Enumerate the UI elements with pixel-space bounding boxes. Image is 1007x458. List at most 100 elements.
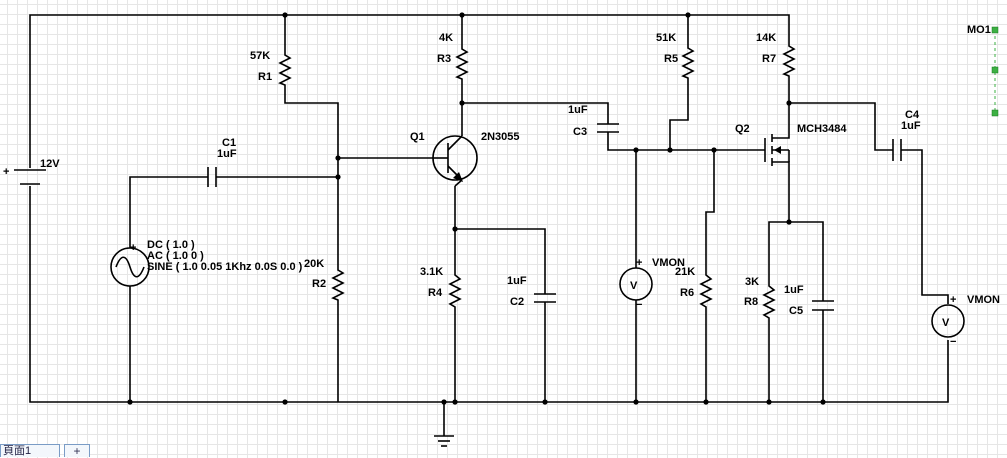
resistor-r4[interactable]: 3.1K R4 [420, 266, 462, 311]
junction-dot [452, 399, 458, 405]
junction-dot [459, 12, 465, 18]
capacitor-c4[interactable]: C4 1uF [892, 109, 921, 161]
wire-r6-top [705, 150, 715, 270]
wire-top-rail [29, 14, 790, 168]
component-mo1[interactable]: MO1 [967, 24, 999, 117]
wire-r1-bottom [284, 88, 339, 265]
capacitor-c5[interactable]: 1uF C5 [784, 284, 834, 317]
resistor-zigzag [278, 50, 292, 88]
resistor-r6[interactable]: 21K R6 [675, 266, 713, 310]
capacitor-c1[interactable]: C1 1uF [207, 137, 237, 187]
q1-model-label: 2N3055 [481, 131, 520, 143]
r4-value-label: 3.1K [420, 266, 443, 278]
resistor-r5[interactable]: 51K R5 [656, 32, 695, 79]
resistor-zigzag [331, 265, 345, 301]
junction-dot [633, 399, 639, 405]
add-page-button[interactable]: + [64, 444, 90, 458]
c4-value-label: 1uF [901, 120, 921, 132]
source-dc-label: DC ( 1.0 ) [147, 239, 195, 251]
resistor-r1[interactable]: 57K R1 [250, 50, 292, 88]
battery-voltage-label: 12V [40, 158, 60, 170]
junction-dot [786, 100, 792, 106]
junction-dot [335, 174, 341, 180]
vmon1-label: VMON [652, 257, 685, 269]
resistor-zigzag [681, 45, 695, 79]
r7-value-label: 14K [756, 32, 776, 44]
capacitor-c2[interactable]: 1uF C2 [507, 275, 556, 308]
resistor-zigzag [762, 281, 776, 322]
wire-r5-bottom [669, 79, 689, 150]
junction-dot [335, 155, 341, 161]
r5-value-label: 51K [656, 32, 676, 44]
resistor-r7[interactable]: 14K R7 [756, 32, 796, 78]
selection-handle[interactable] [991, 26, 999, 34]
sine-wave-icon [115, 256, 145, 278]
voltmeter-vmon-2[interactable]: V + − VMON [931, 294, 1000, 348]
c3-value-label: 1uF [568, 104, 588, 116]
voltmeter-minus-sign: − [950, 336, 956, 348]
wire-c4-vmon2 [901, 149, 949, 304]
junction-dot [820, 399, 826, 405]
c1-value-label: 1uF [217, 148, 237, 160]
q2-model-label: MCH3484 [797, 123, 847, 135]
c2-value-label: 1uF [507, 275, 527, 287]
mosfet-drain-lead [772, 128, 790, 139]
q1-name-label: Q1 [410, 131, 425, 143]
c1-name-label: C1 [222, 137, 236, 149]
capacitor-c3[interactable]: 1uF C3 [568, 104, 619, 138]
mosfet-q2[interactable]: Q2 MCH3484 [735, 123, 847, 172]
junction-dot [282, 12, 288, 18]
c4-name-label: C4 [905, 109, 920, 121]
c2-name-label: C2 [510, 296, 524, 308]
page-tab-bar: 頁面1 + [0, 444, 1007, 458]
resistor-r8[interactable]: 3K R8 [744, 276, 776, 322]
wires [29, 14, 949, 436]
r8-name-label: R8 [744, 296, 758, 308]
r3-name-label: R3 [437, 53, 451, 65]
r5-name-label: R5 [664, 53, 678, 65]
r3-value-label: 4K [439, 32, 453, 44]
junction-dot [282, 399, 288, 405]
r6-value-label: 21K [675, 266, 695, 278]
c5-name-label: C5 [789, 305, 803, 317]
mo1-label: MO1 [967, 24, 991, 36]
voltmeter-icon [931, 304, 965, 338]
mosfet-source-lead [772, 161, 790, 172]
junction-dot [452, 226, 458, 232]
mosfet-arrow-icon [774, 146, 781, 154]
r2-name-label: R2 [312, 278, 326, 290]
junction-dot [667, 147, 673, 153]
r1-value-label: 57K [250, 50, 270, 62]
r4-name-label: R4 [428, 287, 443, 299]
wire-collector-c3 [461, 81, 609, 124]
junction-dot [127, 399, 133, 405]
resistor-zigzag [455, 45, 469, 81]
junction-dot [766, 399, 772, 405]
voltmeter-icon [619, 267, 653, 301]
sine-source-icon [110, 247, 150, 287]
ground-symbol[interactable] [434, 435, 454, 447]
wire-source-r8-c5 [768, 221, 824, 301]
resistor-r2[interactable]: 20K R2 [304, 258, 345, 301]
ac-source[interactable]: + DC ( 1.0 ) AC ( 1.0 0 ) SINE ( 1.0 0.0… [110, 239, 303, 287]
selection-handle[interactable] [991, 109, 999, 117]
junction-dot [703, 399, 709, 405]
junction-dot [685, 12, 691, 18]
vmon2-label: VMON [967, 294, 1000, 306]
transistor-q1[interactable]: Q1 2N3055 [410, 131, 520, 187]
junction-dot [633, 147, 639, 153]
voltmeter-vmon-1[interactable]: V + − VMON [619, 257, 685, 311]
selection-handle[interactable] [991, 66, 999, 74]
tab-page-1[interactable]: 頁面1 [0, 444, 60, 457]
transistor-emitter-tail [454, 179, 463, 187]
wire-drain-c4 [789, 102, 893, 151]
r7-name-label: R7 [762, 53, 776, 65]
resistor-zigzag [448, 270, 462, 311]
battery-12v[interactable]: + 12V [3, 158, 60, 185]
battery-plus-sign: + [3, 166, 9, 178]
wire-emitter-c2 [455, 228, 546, 294]
q2-name-label: Q2 [735, 123, 750, 135]
resistor-r3[interactable]: 4K R3 [437, 32, 469, 81]
wire-source-c1 [129, 176, 208, 248]
